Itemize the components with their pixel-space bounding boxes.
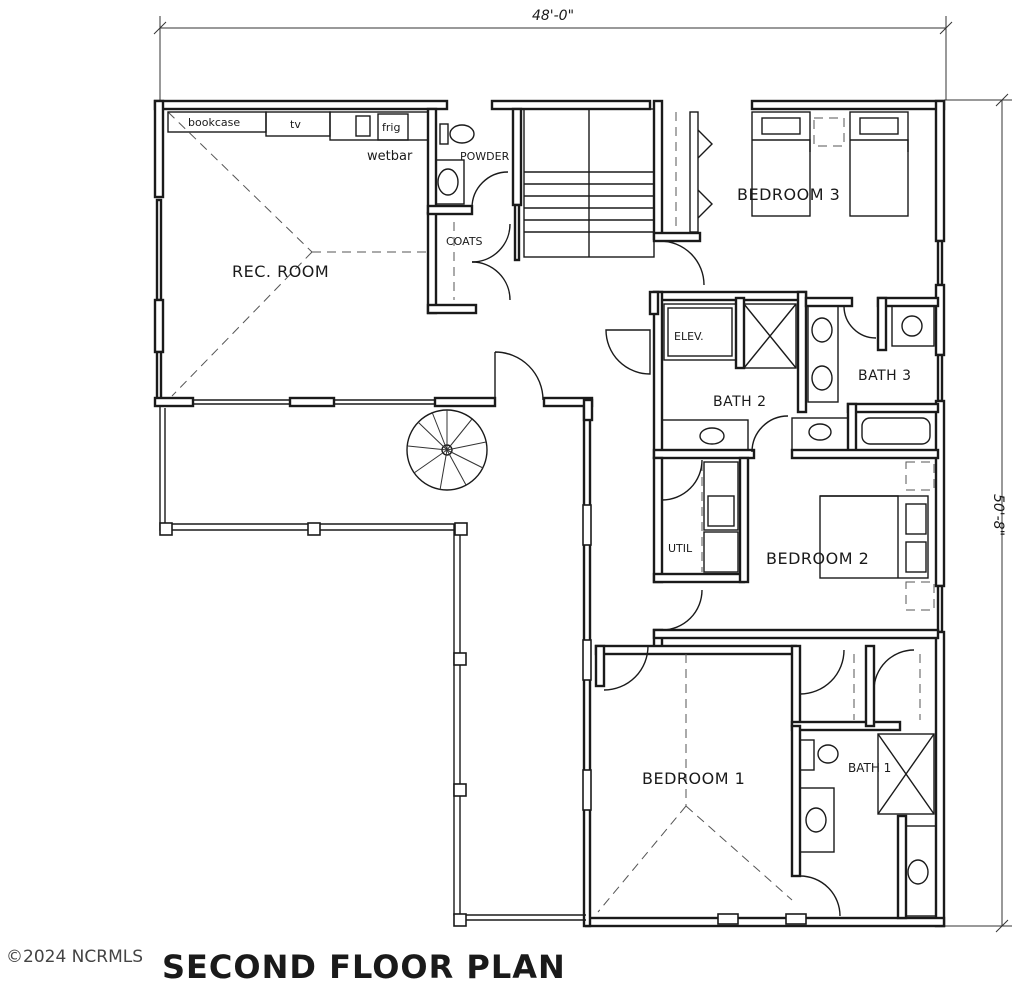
exterior-walls (153, 99, 946, 928)
wetbar-label: wetbar (367, 149, 413, 164)
spiral-stair (406, 409, 488, 491)
bookcase-label: bookcase (188, 116, 240, 129)
stair (523, 108, 655, 258)
depth-dimension-label: 50'-8" (990, 494, 1006, 536)
utility-room: UTIL (652, 456, 750, 584)
width-dimension: 48'-0" (153, 8, 953, 100)
powder-and-coats: POWDER COATS (426, 107, 523, 315)
bath-2-label: BATH 2 (713, 394, 767, 410)
elevator-and-baths: ELEV. BATH 2 BATH 3 (652, 290, 940, 460)
bath-1: BATH 1 (790, 644, 937, 920)
bath-3-label: BATH 3 (858, 368, 912, 384)
copyright-watermark: ©2024 NCRMLS (6, 947, 143, 967)
coats-label: COATS (446, 235, 483, 248)
rec-room: bookcase tv frig wetbar REC. ROOM (153, 111, 594, 408)
elevator-label: ELEV. (674, 330, 704, 343)
tv-label: tv (290, 118, 301, 131)
bedroom-1: BEDROOM 1 (594, 644, 798, 913)
bedroom-3: BEDROOM 3 (652, 99, 909, 286)
plan-title: SECOND FLOOR PLAN (162, 948, 566, 986)
deck-outline (159, 403, 586, 927)
rec-room-label: REC. ROOM (232, 262, 329, 281)
util-label: UTIL (668, 542, 693, 555)
hall-walls (582, 290, 660, 422)
bedroom-3-label: BEDROOM 3 (737, 185, 840, 204)
frig-label: frig (382, 121, 400, 134)
bath-1-label: BATH 1 (848, 761, 891, 775)
bedroom-2: BEDROOM 2 (652, 461, 940, 650)
bedroom-1-label: BEDROOM 1 (642, 769, 745, 788)
depth-dimension: 50'-8" (944, 93, 1012, 933)
powder-label: POWDER (460, 150, 510, 163)
width-dimension-label: 48'-0" (532, 8, 574, 24)
bedroom-2-label: BEDROOM 2 (766, 549, 869, 568)
